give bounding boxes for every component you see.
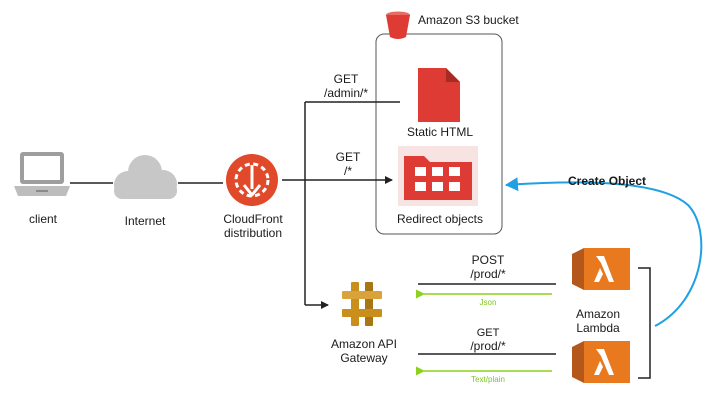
get-route-path: /prod/* bbox=[470, 339, 506, 353]
lambda-icon bbox=[572, 341, 630, 383]
admin-route-method: GET bbox=[333, 72, 359, 86]
cloud-icon bbox=[114, 155, 177, 199]
create-object-label: Create Object bbox=[568, 174, 647, 188]
s3-bucket-label: Amazon S3 bucket bbox=[418, 13, 519, 27]
cloudfront-icon bbox=[226, 154, 278, 206]
default-route-method: GET bbox=[335, 150, 361, 164]
post-route-path: /prod/* bbox=[470, 267, 506, 281]
admin-route-path: /admin/* bbox=[323, 86, 369, 100]
redirect-objects-label: Redirect objects bbox=[396, 212, 484, 226]
default-route-path: /* bbox=[343, 164, 353, 178]
file-icon bbox=[418, 68, 460, 122]
api-gateway-icon bbox=[342, 282, 382, 326]
api-gateway-label-line1: Amazon API bbox=[330, 337, 398, 351]
response-arrows bbox=[416, 289, 552, 376]
cloudfront-label-line1: CloudFront bbox=[223, 212, 283, 226]
folder-icon bbox=[398, 146, 478, 206]
create-object-arrow bbox=[505, 177, 703, 327]
internet-label: Internet bbox=[124, 214, 166, 228]
post-route-method: POST bbox=[471, 253, 505, 267]
client-label: client bbox=[28, 212, 58, 226]
lambda-label-line1: Amazon bbox=[575, 307, 621, 321]
connector-lines bbox=[70, 101, 651, 379]
json-response-label: Json bbox=[479, 298, 497, 307]
lambda-label-line2: Lambda bbox=[576, 321, 620, 335]
s3-bucket-icon bbox=[386, 11, 410, 39]
get-route-method: GET bbox=[476, 327, 500, 339]
text-response-label: Text/plain bbox=[471, 375, 505, 384]
cloudfront-label-line2: distribution bbox=[223, 226, 283, 240]
static-html-label: Static HTML bbox=[406, 125, 474, 139]
api-gateway-label-line2: Gateway bbox=[340, 351, 388, 365]
laptop-icon bbox=[14, 152, 70, 196]
lambda-icon bbox=[572, 248, 630, 290]
